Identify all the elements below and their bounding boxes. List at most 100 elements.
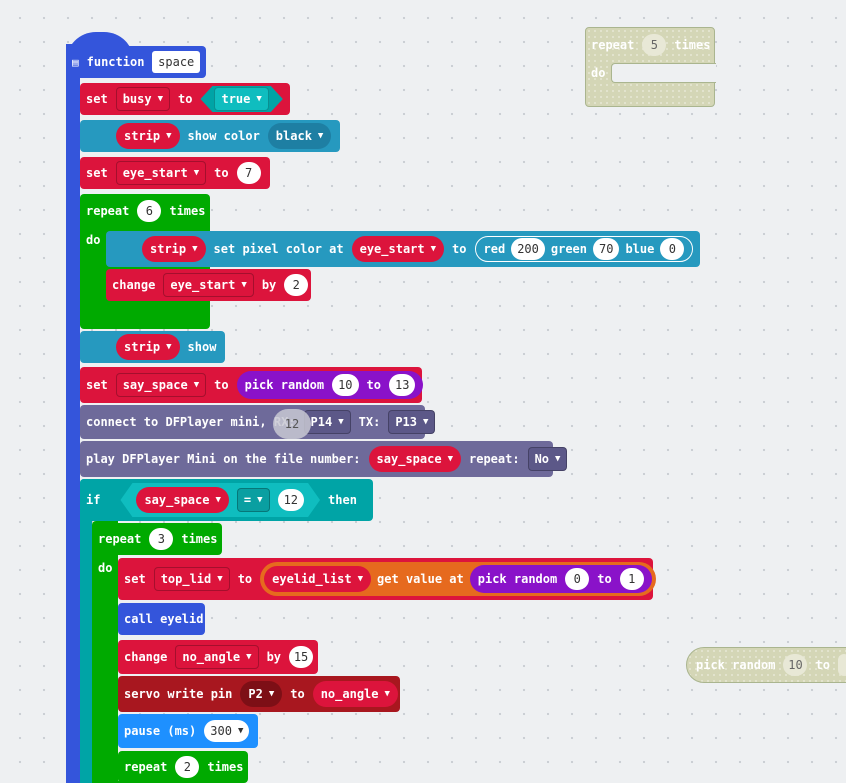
function-name-field[interactable]: space [152,51,200,73]
repeat-count-input[interactable]: 6 [137,200,162,222]
disabled-repeat-header[interactable]: repeat 5 times [585,29,715,61]
say-space-variable-dropdown[interactable]: say_space▼ [115,373,207,397]
do-label: do [86,233,101,247]
random-min-input[interactable]: 0 [565,568,590,590]
pin-dropdown[interactable]: P2▼ [240,681,283,707]
play-dfplayer-block[interactable]: play DFPlayer Mini on the file number: s… [80,441,568,477]
repeat-2-body[interactable] [118,781,144,783]
chevron-down-icon: ▼ [555,454,561,464]
random-max-input[interactable]: 13 [388,374,416,396]
repeat-3-header[interactable]: repeat 3 times [92,523,222,555]
drag-value-tooltip: 12 [273,409,311,439]
index-var: eye_start [359,242,425,256]
set-label: set [86,92,108,106]
if-block-header[interactable]: if say_space▼ =▼ 12 then [80,479,373,521]
get-value-at-reporter[interactable]: eyelid_list▼ get value at pick random 0 … [260,562,656,596]
busy-variable-dropdown[interactable]: busy▼ [115,87,171,111]
change-value-input[interactable]: 15 [289,646,314,668]
pause-value-dropdown[interactable]: 300▼ [204,720,250,742]
disabled-pick-random-block[interactable] [686,647,846,683]
call-eyelid-block[interactable]: call eyelid [118,603,205,635]
operator-value: = [243,493,252,507]
color-dropdown[interactable]: black▼ [267,123,332,149]
do-label: do [591,66,606,80]
comment-icon[interactable]: ▤ [72,55,79,69]
true-boolean-block[interactable]: true▼ [200,86,282,112]
repeat-label: repeat [86,204,130,218]
call-eyelid-label: call eyelid [124,612,204,626]
repeat-label: repeat: [469,452,520,466]
operator-dropdown[interactable]: =▼ [237,488,270,512]
eye-start-value-input[interactable]: 7 [236,162,261,184]
random-max-input[interactable]: 1 [619,568,644,590]
set-top-lid-block[interactable]: set top_lid▼ to eyelid_list▼ get value a… [118,558,656,600]
to-label: to [237,572,253,586]
get-value-at-label: get value at [377,572,464,586]
eye-start-index-reporter[interactable]: eye_start▼ [351,236,445,262]
set-pixel-label: set pixel color at [213,242,344,256]
function-block-spine[interactable] [66,44,80,783]
rgb-reporter[interactable]: red 200 green 70 blue 0 [474,236,694,262]
say-space-reporter[interactable]: say_space▼ [136,487,228,513]
strip-variable[interactable]: strip▼ [116,334,180,360]
true-dropdown[interactable]: true▼ [214,87,268,111]
pick-random-reporter[interactable]: pick random 10 to 13 [236,371,424,399]
set-label: set [86,166,108,180]
repeat-3-spine[interactable] [92,521,118,783]
random-max-input[interactable] [837,654,846,676]
green-input[interactable]: 70 [593,238,620,260]
function-block-header[interactable]: ▤ function space [66,46,206,78]
set-eye-start-block[interactable]: set eye_start▼ to 7 [80,157,270,189]
repeat-2-block[interactable]: repeat 2 times [118,751,248,783]
eyelid-list-reporter[interactable]: eyelid_list▼ [264,566,372,592]
repeat-count-input[interactable]: 5 [642,34,667,56]
eye-start-name: eye_start [170,278,236,292]
strip-variable[interactable]: strip▼ [142,236,206,262]
compare-block[interactable]: say_space▼ =▼ 12 [120,483,320,517]
if-block-spine[interactable] [80,479,92,783]
change-no-angle-block[interactable]: change no_angle▼ by 15 [118,640,318,674]
disabled-pick-random-content[interactable]: pick random 10 to [690,649,846,681]
blue-label: blue [625,242,655,256]
top-lid-variable-dropdown[interactable]: top_lid▼ [153,567,230,591]
repeat-count-input[interactable]: 2 [175,756,200,778]
random-min-input[interactable]: 10 [783,654,808,676]
eye-start-variable-dropdown[interactable]: eye_start▼ [115,161,207,185]
to-label: to [366,378,381,392]
red-input[interactable]: 200 [511,238,545,260]
random-min-input[interactable]: 10 [332,374,359,396]
strip-label: strip [150,242,187,256]
connect-dfplayer-block[interactable]: connect to DFPlayer mini, RX: P14▼ TX: P… [80,405,436,439]
repeat-label: repeat [591,38,635,52]
eye-start-variable-dropdown[interactable]: eye_start▼ [163,273,254,297]
repeat-6-header[interactable]: repeat 6 times [80,195,210,227]
no-angle-variable-dropdown[interactable]: no_angle▼ [175,645,259,669]
blue-input[interactable]: 0 [660,238,685,260]
strip-show-color-block[interactable]: strip▼ show color black▼ [80,120,340,152]
set-busy-block[interactable]: set busy▼ to true▼ [80,83,290,115]
tx-pin-dropdown[interactable]: P13 ▼ [388,410,436,434]
change-label: change [112,278,156,292]
pick-random-label: pick random [477,572,558,586]
set-pixel-color-block[interactable]: strip▼ set pixel color at eye_start▼ to … [106,231,700,267]
change-value-input[interactable]: 2 [284,274,309,296]
chevron-down-icon: ▼ [423,417,429,427]
change-eye-start-block[interactable]: change eye_start▼ by 2 [106,269,311,301]
pause-block[interactable]: pause (ms) 300▼ [118,714,258,748]
strip-show-block[interactable]: strip▼ show [80,331,225,363]
repeat-count-input[interactable]: 3 [149,528,174,550]
set-say-space-block[interactable]: set say_space▼ to pick random 10 to 13 [80,367,424,403]
repeat-label: repeat [98,532,142,546]
say-space-reporter[interactable]: say_space▼ [368,446,461,472]
disabled-repeat-notch [611,63,716,83]
repeat-dropdown[interactable]: No▼ [527,447,568,471]
no-angle-reporter[interactable]: no_angle▼ [312,681,398,707]
pick-random-reporter[interactable]: pick random 0 to 1 [469,565,652,593]
compare-value-input[interactable]: 12 [278,489,304,511]
times-label: times [169,204,206,218]
chevron-down-icon: ▼ [166,342,172,352]
servo-write-block[interactable]: servo write pin P2▼ to no_angle▼ [118,676,400,712]
tx-value: P13 [395,415,417,429]
strip-variable[interactable]: strip▼ [116,123,180,149]
chevron-down-icon: ▼ [317,131,324,141]
